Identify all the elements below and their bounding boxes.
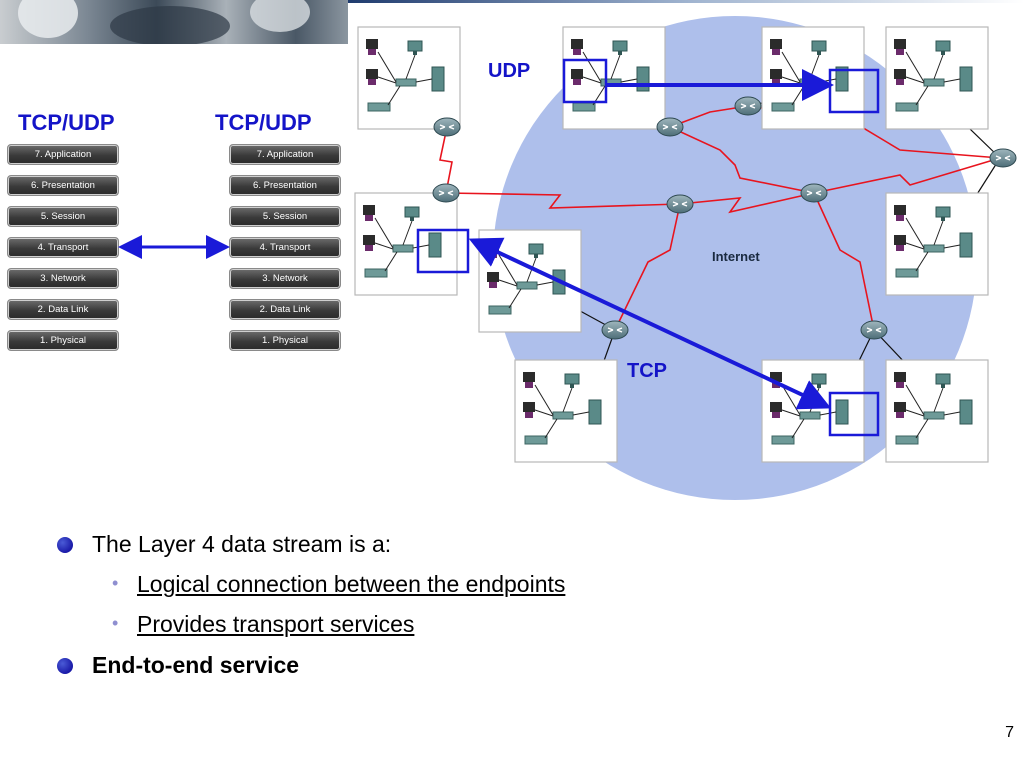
bullet-sub-1[interactable]: Logical connection between the endpoints xyxy=(137,571,566,597)
lan-block xyxy=(885,26,989,130)
left-stack-title: TCP/UDP xyxy=(18,110,115,135)
tcp-connection-arrow xyxy=(468,237,832,410)
left-layer-application: 7. Application xyxy=(7,144,119,165)
left-layer-network: 3. Network xyxy=(7,268,119,289)
lan-block xyxy=(885,192,989,296)
router-icon xyxy=(800,183,828,203)
sub-bullet-dot: • xyxy=(112,573,119,593)
bullet-sub-2[interactable]: Provides transport services xyxy=(137,611,415,637)
bullet-main-1: The Layer 4 data stream is a: xyxy=(92,531,392,557)
lan-block xyxy=(562,26,666,130)
right-stack-title: TCP/UDP xyxy=(215,110,312,135)
lan-block xyxy=(514,359,618,463)
router-icon xyxy=(433,117,461,137)
lan-block xyxy=(478,229,582,333)
tcp-destination-highlight xyxy=(828,391,880,437)
right-layer-data-link: 2. Data Link xyxy=(229,299,341,320)
banner-shape xyxy=(110,6,230,44)
lan-block xyxy=(885,359,989,463)
router-icon xyxy=(666,194,694,214)
tcp-source-highlight xyxy=(416,228,470,274)
left-layer-presentation: 6. Presentation xyxy=(7,175,119,196)
left-layer-physical: 1. Physical xyxy=(7,330,119,351)
router-icon xyxy=(734,96,762,116)
bullet-main-2: End-to-end service xyxy=(92,652,300,678)
left-layer-data-link: 2. Data Link xyxy=(7,299,119,320)
lan-block xyxy=(357,26,461,130)
right-layer-network: 3. Network xyxy=(229,268,341,289)
right-layer-presentation: 6. Presentation xyxy=(229,175,341,196)
tcp-label: TCP xyxy=(627,360,667,382)
internet-label: Internet xyxy=(712,249,760,264)
router-icon xyxy=(656,117,684,137)
router-icon xyxy=(989,148,1017,168)
lan-block xyxy=(761,26,865,130)
udp-label: UDP xyxy=(488,60,531,82)
bullet-dot xyxy=(57,658,73,674)
page-number: 7 xyxy=(1005,724,1014,741)
header-banner-image xyxy=(0,0,348,44)
left-layer-session: 5. Session xyxy=(7,206,119,227)
header-rule xyxy=(348,0,1024,3)
banner-shape xyxy=(250,0,310,32)
router-icon xyxy=(601,320,629,340)
sub-bullet-dot: • xyxy=(112,613,119,633)
router-icon xyxy=(432,183,460,203)
right-layer-session: 5. Session xyxy=(229,206,341,227)
lan-block xyxy=(354,192,458,296)
udp-source-highlight xyxy=(562,58,608,104)
bullet-dot xyxy=(57,537,73,553)
right-layer-transport: 4. Transport xyxy=(229,237,341,258)
right-layer-physical: 1. Physical xyxy=(229,330,341,351)
router-icon xyxy=(860,320,888,340)
right-layer-application: 7. Application xyxy=(229,144,341,165)
lan-block xyxy=(761,359,865,463)
